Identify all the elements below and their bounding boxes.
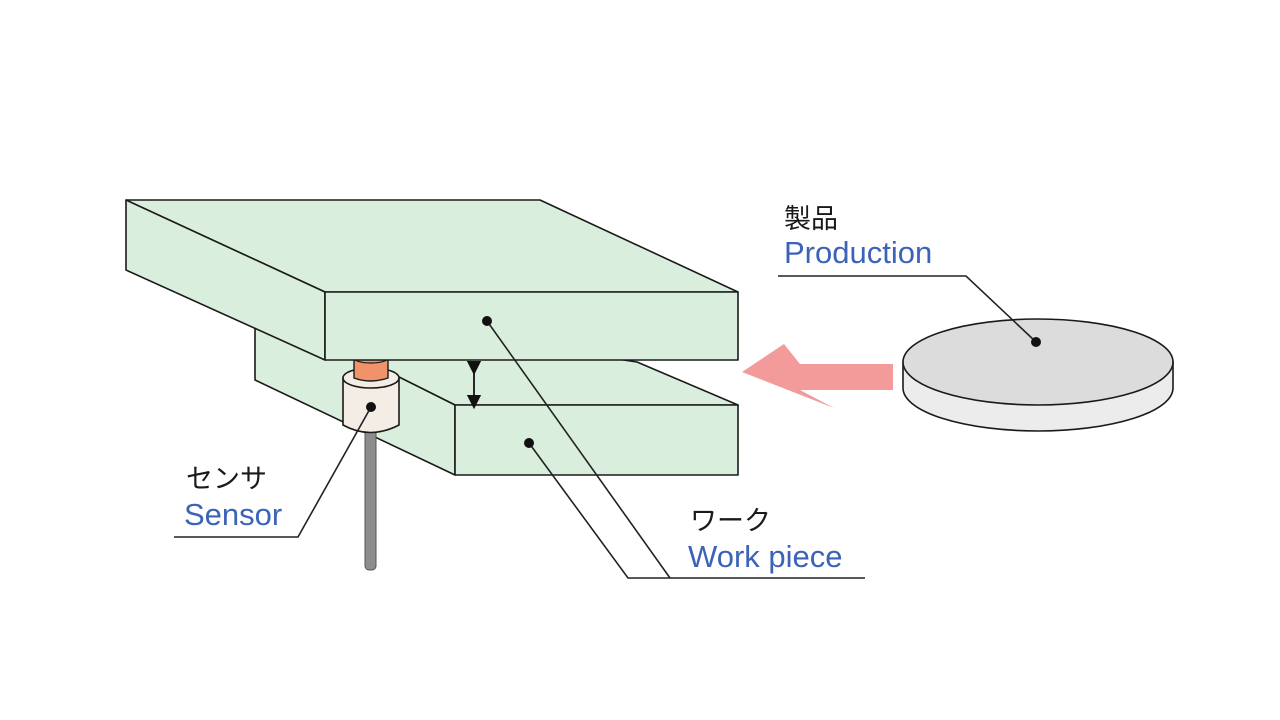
lower-plate-front-face xyxy=(454,404,739,476)
production-disk xyxy=(902,318,1174,432)
sensor xyxy=(342,352,400,571)
workpiece-leader-line-lower xyxy=(528,442,865,579)
production-disk-top xyxy=(902,318,1174,406)
sensor-label-jp: センサ xyxy=(186,464,267,495)
sensor-label-en: Sensor xyxy=(184,497,282,532)
sensor-leader-line xyxy=(174,406,372,538)
production-leader-dot xyxy=(1031,337,1041,347)
production-leader-line xyxy=(778,275,1037,343)
upper-plate-front-face xyxy=(324,291,739,361)
lower-plate-leader-dot xyxy=(524,438,534,448)
workpiece-leader-line-upper xyxy=(486,320,671,579)
upper-plate-leader-dot xyxy=(482,316,492,326)
sensor-rod xyxy=(364,419,377,571)
production-label-jp: 製品 xyxy=(784,204,838,235)
production-label-en: Production xyxy=(784,235,932,270)
arrow-left-icon xyxy=(742,344,893,408)
sensor-leader-dot xyxy=(366,402,376,412)
sensor-tip xyxy=(353,357,389,382)
upper-plate xyxy=(125,199,739,361)
workpiece-label-jp: ワーク xyxy=(690,506,771,537)
workpiece-label-en: Work piece xyxy=(688,539,843,574)
